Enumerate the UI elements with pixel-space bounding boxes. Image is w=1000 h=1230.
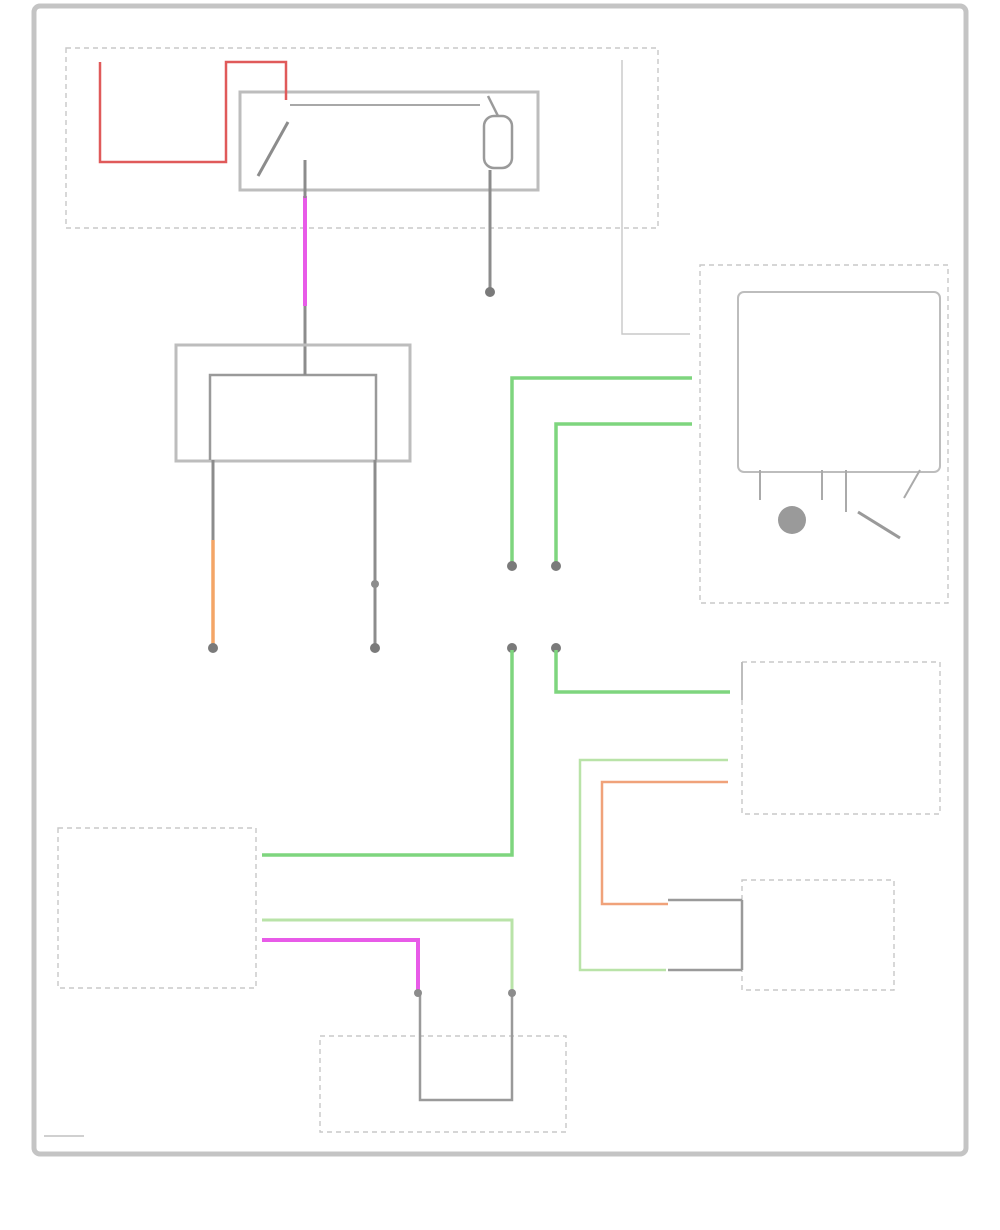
ecm-inner — [737, 291, 941, 473]
ground-point-top — [485, 287, 495, 297]
lower-right-leads — [668, 898, 744, 972]
can-node-a-top — [507, 561, 517, 571]
green-wire-c — [554, 650, 730, 694]
fuse-block-dashed — [65, 47, 659, 229]
can-node-b-bot — [551, 643, 561, 653]
green-wire-a — [510, 376, 692, 565]
coil-lead — [486, 95, 500, 117]
green-wire-b — [554, 422, 692, 565]
splice-box — [174, 343, 412, 463]
bottom-sensor-pin-b — [508, 989, 516, 997]
lower-right-green-loop — [578, 758, 728, 972]
ecm-sensor-leads — [759, 469, 921, 512]
ecm-sensor-left — [778, 506, 806, 534]
green-wire-d — [262, 650, 514, 857]
lower-right-salmon — [600, 780, 728, 906]
bottom-sensor-dashed — [319, 1035, 567, 1133]
switch-contact — [256, 121, 290, 177]
bottom-sensor-pin-a — [414, 989, 422, 997]
ecm-dashed-outer — [699, 264, 949, 604]
ecm-sensor-right — [857, 510, 901, 540]
mid-right-dashed — [741, 661, 941, 815]
dashed-connector — [621, 60, 690, 335]
ground-right — [370, 643, 380, 653]
splice-inner — [208, 373, 378, 460]
right-drop-node — [371, 580, 379, 588]
outer-frame — [31, 3, 969, 1157]
can-node-b-top — [551, 561, 561, 571]
red-wire-loop — [98, 60, 288, 164]
ground-left — [208, 643, 218, 653]
switch-coil — [482, 114, 514, 170]
pink-wire-bottom — [262, 938, 420, 990]
bottom-sensor-loop — [418, 994, 514, 1102]
tcm-dashed — [57, 827, 257, 989]
lower-right-dashed — [741, 879, 895, 991]
light-green-wire — [262, 918, 514, 990]
can-node-a-bot — [507, 643, 517, 653]
brake-switch-box — [238, 90, 540, 192]
